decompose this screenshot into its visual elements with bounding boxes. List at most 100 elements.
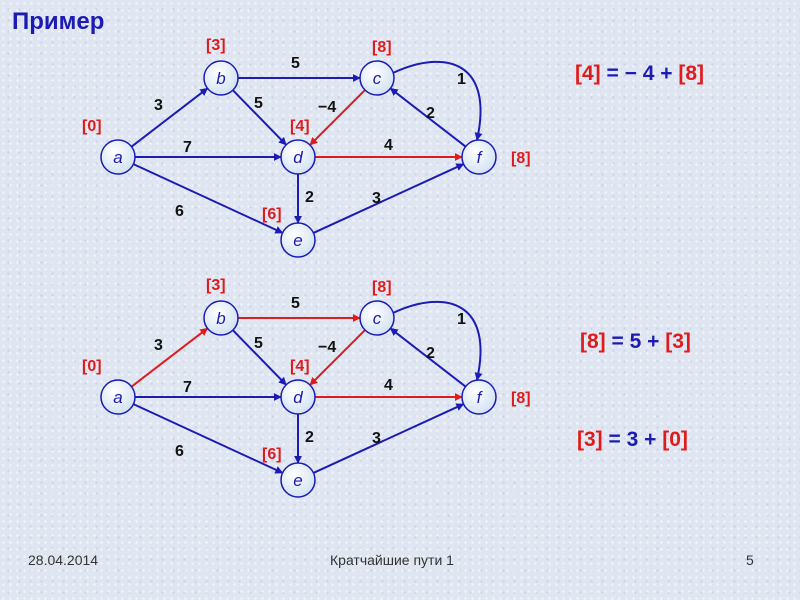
node-a-circle bbox=[100, 139, 136, 175]
slide-title: Пример bbox=[12, 8, 105, 35]
node-e-circle bbox=[280, 222, 316, 258]
edge-b-d bbox=[232, 89, 287, 146]
node-d-distance: [4] bbox=[290, 358, 310, 375]
node-f-circle bbox=[461, 379, 497, 415]
edge-a-b bbox=[130, 87, 209, 148]
node-d: d [4] bbox=[280, 118, 316, 175]
equation-2-lhs: [8] bbox=[580, 330, 606, 353]
equation-2: [8] = 5 + [3] bbox=[580, 330, 691, 354]
edge-c-f bbox=[392, 300, 483, 381]
edge-weight-d-f: 4 bbox=[384, 137, 393, 154]
edge-weight-d-f: 4 bbox=[384, 377, 393, 394]
node-b-circle bbox=[203, 60, 239, 96]
node-b-distance: [3] bbox=[206, 37, 226, 54]
node-a: a [0] bbox=[82, 118, 136, 175]
equation-1-mid: = − 4 + bbox=[600, 62, 679, 85]
node-c-label: c bbox=[373, 309, 382, 328]
node-d-circle bbox=[280, 139, 316, 175]
node-b: b [3] bbox=[203, 277, 239, 336]
node-b-circle bbox=[203, 300, 239, 336]
node-a-label: a bbox=[113, 148, 122, 167]
node-c-distance: [8] bbox=[372, 279, 392, 296]
edge-a-e bbox=[133, 403, 284, 474]
node-f-label: f bbox=[477, 388, 484, 407]
node-d-circle bbox=[280, 379, 316, 415]
node-f-label: f bbox=[477, 148, 484, 167]
node-a-distance: [0] bbox=[82, 118, 102, 135]
edge-c-f bbox=[392, 60, 483, 141]
edge-weight-f-c: 2 bbox=[426, 345, 435, 362]
edge-weight-c-d: −4 bbox=[318, 339, 336, 356]
edge-weight-f-c: 2 bbox=[426, 105, 435, 122]
footer-page-number: 5 bbox=[746, 552, 754, 568]
equation-3-mid: = 3 + bbox=[602, 428, 663, 451]
edge-weight-b-c: 5 bbox=[291, 55, 300, 72]
node-c-distance: [8] bbox=[372, 39, 392, 56]
node-e-distance: [6] bbox=[262, 206, 282, 223]
edge-weight-a-b: 3 bbox=[154, 337, 163, 354]
footer-date: 28.04.2014 bbox=[28, 552, 99, 568]
node-a-distance: [0] bbox=[82, 358, 102, 375]
equation-2-mid: = 5 + bbox=[605, 330, 666, 353]
node-b-label: b bbox=[216, 309, 225, 328]
node-e-distance: [6] bbox=[262, 446, 282, 463]
edge-weight-c-f: 1 bbox=[457, 311, 466, 328]
edge-e-f bbox=[313, 163, 465, 234]
node-f-distance: [8] bbox=[511, 390, 531, 407]
node-a-circle bbox=[100, 379, 136, 415]
node-d-label: d bbox=[293, 148, 303, 167]
equation-3-rhs: [0] bbox=[662, 428, 688, 451]
node-c: c [8] bbox=[359, 279, 395, 336]
node-f-circle bbox=[461, 139, 497, 175]
node-b: b [3] bbox=[203, 37, 239, 96]
edge-a-b bbox=[130, 327, 209, 388]
equation-1-lhs: [4] bbox=[575, 62, 601, 85]
edge-b-d bbox=[232, 329, 287, 386]
node-d: d [4] bbox=[280, 358, 316, 415]
node-b-label: b bbox=[216, 69, 225, 88]
edge-weight-b-c: 5 bbox=[291, 295, 300, 312]
edge-c-d bbox=[309, 329, 366, 386]
node-e-circle bbox=[280, 462, 316, 498]
node-f: f [8] bbox=[461, 379, 531, 415]
node-d-distance: [4] bbox=[290, 118, 310, 135]
equation-1-rhs: [8] bbox=[678, 62, 704, 85]
node-a-label: a bbox=[113, 388, 122, 407]
footer-title: Кратчайшие пути 1 bbox=[330, 552, 454, 568]
node-e-label: e bbox=[293, 231, 302, 250]
edge-weight-d-e: 2 bbox=[305, 429, 314, 446]
equation-2-rhs: [3] bbox=[665, 330, 691, 353]
node-e: e [6] bbox=[262, 446, 316, 498]
edge-f-c bbox=[389, 87, 467, 148]
edge-weight-b-d: 5 bbox=[254, 95, 263, 112]
node-f-distance: [8] bbox=[511, 150, 531, 167]
node-c-circle bbox=[359, 300, 395, 336]
edge-e-f bbox=[313, 403, 465, 474]
edge-weight-a-e: 6 bbox=[175, 443, 184, 460]
edge-a-e bbox=[133, 163, 284, 234]
edge-f-c bbox=[389, 327, 467, 388]
edge-weight-c-d: −4 bbox=[318, 99, 336, 116]
equation-3-lhs: [3] bbox=[577, 428, 603, 451]
edge-weight-a-d: 7 bbox=[183, 379, 192, 396]
node-b-distance: [3] bbox=[206, 277, 226, 294]
equation-3: [3] = 3 + [0] bbox=[577, 428, 688, 452]
node-d-label: d bbox=[293, 388, 303, 407]
edge-weight-a-b: 3 bbox=[154, 97, 163, 114]
node-e-label: e bbox=[293, 471, 302, 490]
graph-bottom: 3 7 6 5 5 −4 1 2 4 2 3 a [0] b [3] c [8] d [4] e [6] f [8] bbox=[82, 277, 531, 498]
edge-weight-e-f: 3 bbox=[372, 430, 381, 447]
edge-weight-e-f: 3 bbox=[372, 190, 381, 207]
node-e: e [6] bbox=[262, 206, 316, 258]
edge-c-d bbox=[309, 89, 366, 146]
edge-weight-a-d: 7 bbox=[183, 139, 192, 156]
node-c: c [8] bbox=[359, 39, 395, 96]
edge-weight-c-f: 1 bbox=[457, 71, 466, 88]
node-f: f [8] bbox=[461, 139, 531, 175]
edge-weight-b-d: 5 bbox=[254, 335, 263, 352]
node-a: a [0] bbox=[82, 358, 136, 415]
node-c-label: c bbox=[373, 69, 382, 88]
edge-weight-a-e: 6 bbox=[175, 203, 184, 220]
